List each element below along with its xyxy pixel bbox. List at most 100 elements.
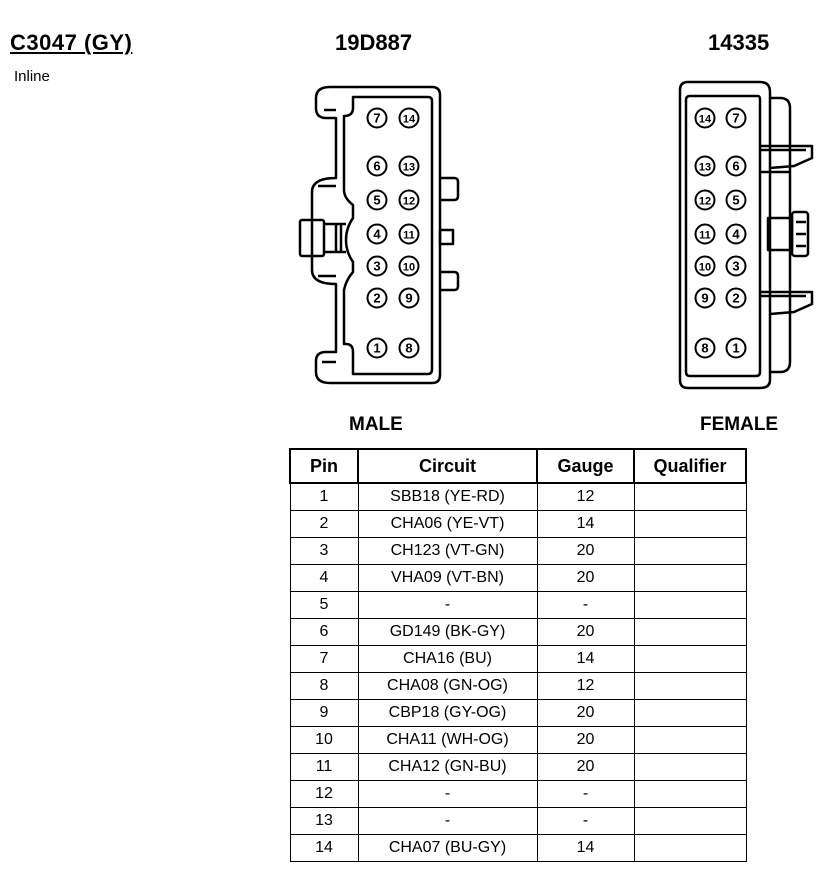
- cell-gauge: 20: [536, 537, 635, 565]
- cell-pin: 14: [289, 834, 359, 862]
- cell-gauge: 14: [536, 510, 635, 538]
- male-pin-12-socket: [398, 189, 420, 211]
- cell-gauge: 12: [536, 672, 635, 700]
- cell-qualifier: [633, 753, 747, 781]
- cell-circuit: CHA07 (BU-GY): [357, 834, 538, 862]
- female-pin-2-socket: [725, 287, 747, 309]
- male-pin-4-label: 4: [373, 227, 381, 242]
- cell-qualifier: [633, 672, 747, 700]
- female-pin-7-socket: [725, 107, 747, 129]
- male-pin-11-socket: [398, 223, 420, 245]
- cell-pin: 5: [289, 591, 359, 619]
- male-pin-8-socket: [398, 337, 420, 359]
- female-pin-10-label: 10: [699, 262, 711, 274]
- cell-circuit: CBP18 (GY-OG): [357, 699, 538, 727]
- female-pin-11-socket: [694, 223, 716, 245]
- female-pin-14-label: 14: [699, 114, 712, 126]
- male-pin-9-socket: [398, 287, 420, 309]
- male-pin-5-label: 5: [373, 193, 380, 208]
- female-pin-13-label: 13: [699, 162, 711, 174]
- female-pin-6-socket: [725, 155, 747, 177]
- male-pin-6-socket: [366, 155, 388, 177]
- cell-qualifier: [633, 564, 747, 592]
- cell-qualifier: [633, 807, 747, 835]
- cell-circuit: -: [357, 807, 538, 835]
- cell-circuit: CHA08 (GN-OG): [357, 672, 538, 700]
- male-pin-1-socket: [366, 337, 388, 359]
- female-pin-13-socket: [694, 155, 716, 177]
- cell-pin: 3: [289, 537, 359, 565]
- cell-qualifier: [633, 618, 747, 646]
- cell-gauge: 20: [536, 699, 635, 727]
- female-pin-8-socket: [694, 337, 716, 359]
- cell-qualifier: [633, 510, 747, 538]
- female-pin-10-socket: [694, 255, 716, 277]
- table-row: 12--: [289, 780, 747, 808]
- cell-circuit: GD149 (BK-GY): [357, 618, 538, 646]
- cell-pin: 10: [289, 726, 359, 754]
- cell-gauge: 14: [536, 834, 635, 862]
- cell-gauge: 12: [536, 482, 635, 511]
- male-pin-4-socket: [366, 223, 388, 245]
- female-pin-4-socket: [725, 223, 747, 245]
- cell-pin: 6: [289, 618, 359, 646]
- cell-circuit: -: [357, 780, 538, 808]
- cell-gauge: 20: [536, 564, 635, 592]
- header-gauge: Gauge: [536, 448, 635, 484]
- male-pin-10-label: 10: [403, 262, 415, 274]
- female-pin-12-label: 12: [699, 196, 711, 208]
- cell-circuit: CHA11 (WH-OG): [357, 726, 538, 754]
- male-pin-6-label: 6: [373, 159, 380, 174]
- female-pin-14-socket: [694, 107, 716, 129]
- cell-circuit: -: [357, 591, 538, 619]
- cell-gauge: -: [536, 807, 635, 835]
- cell-gauge: 14: [536, 645, 635, 673]
- table-row: 5--: [289, 591, 747, 619]
- male-pin-13-socket: [398, 155, 420, 177]
- cell-circuit: CH123 (VT-GN): [357, 537, 538, 565]
- male-pin-2-socket: [366, 287, 388, 309]
- cell-gauge: -: [536, 591, 635, 619]
- cell-qualifier: [633, 537, 747, 565]
- cell-pin: 13: [289, 807, 359, 835]
- female-pin-9-socket: [694, 287, 716, 309]
- cell-pin: 7: [289, 645, 359, 673]
- male-label: MALE: [349, 414, 403, 435]
- female-label: FEMALE: [700, 414, 779, 435]
- cell-gauge: -: [536, 780, 635, 808]
- male-pin-7-socket: [366, 107, 388, 129]
- cell-qualifier: [633, 645, 747, 673]
- male-pin-2-label: 2: [373, 291, 380, 306]
- header-circuit: Circuit: [357, 448, 538, 484]
- male-pin-7-label: 7: [373, 111, 380, 126]
- male-pin-5-socket: [366, 189, 388, 211]
- table-row: 13--: [289, 807, 747, 835]
- cell-qualifier: [633, 780, 747, 808]
- cell-qualifier: [633, 482, 747, 511]
- connector-id-title: C3047 (GY): [10, 30, 133, 55]
- cell-qualifier: [633, 834, 747, 862]
- cell-gauge: 20: [536, 618, 635, 646]
- cell-pin: 9: [289, 699, 359, 727]
- male-part-number: 19D887: [335, 30, 413, 55]
- female-pin-11-label: 11: [699, 230, 711, 242]
- cell-pin: 1: [289, 482, 359, 511]
- female-pin-3-label: 3: [732, 259, 739, 274]
- cell-circuit: CHA12 (GN-BU): [357, 753, 538, 781]
- male-pin-14-socket: [398, 107, 420, 129]
- female-pin-9-label: 9: [701, 291, 708, 306]
- male-pin-14-label: 14: [403, 114, 416, 126]
- female-pin-5-socket: [725, 189, 747, 211]
- male-pin-10-socket: [398, 255, 420, 277]
- female-pin-8-label: 8: [701, 341, 708, 356]
